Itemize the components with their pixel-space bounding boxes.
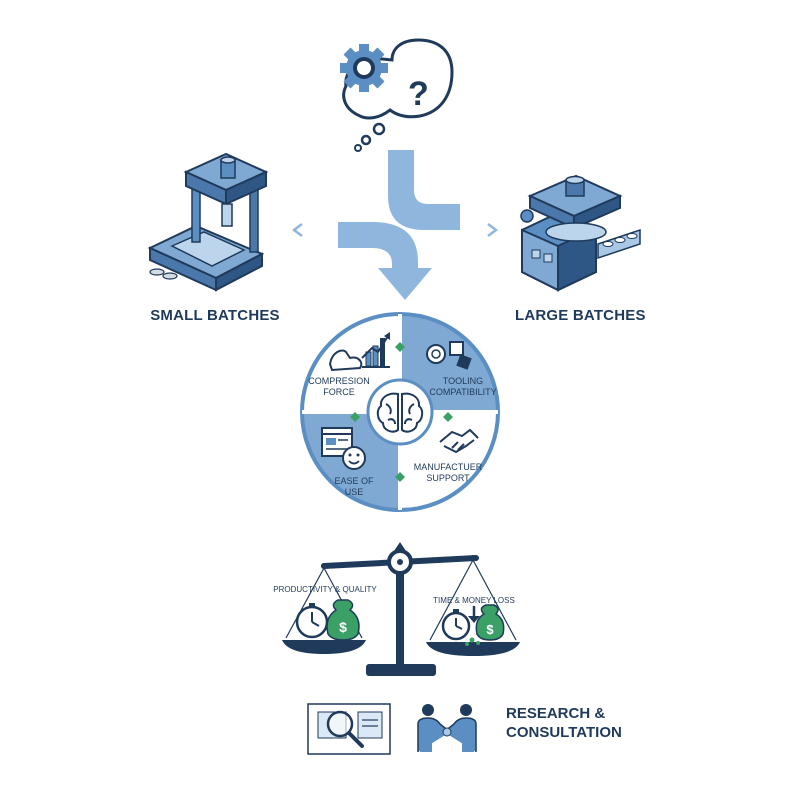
research-line-1: RESEARCH &: [506, 705, 606, 722]
research-line-2: CONSULTATION: [506, 724, 622, 741]
clock-icon-right: [441, 609, 471, 641]
window-smiley-icon: [321, 427, 366, 470]
factor-manufacturer-support: MANUFACTUER SUPPORT: [413, 462, 483, 483]
down-arrow-icon: [468, 606, 480, 623]
strength-chart-icon: [328, 332, 390, 372]
svg-text:$: $: [486, 622, 494, 637]
gear-question-thought-icon: ?: [340, 38, 454, 152]
factor-compression-force: COMPRESION FORCE: [308, 376, 370, 397]
rotary-tablet-press-icon: [520, 174, 641, 292]
benchtop-tablet-press-icon: [147, 152, 269, 292]
wheel-quadrant-top-right: [400, 314, 498, 412]
small-batches-label: SMALL BATCHES: [150, 307, 280, 324]
chevron-left-icon: [291, 223, 303, 237]
split-arrow-icon: [338, 150, 460, 300]
chevron-right-icon: [487, 223, 499, 237]
factor-ease-of-use: EASE OF USE: [334, 476, 374, 497]
large-batches-label: LARGE BATCHES: [515, 307, 646, 324]
scale-right-label: TIME & MONEY LOSS: [433, 596, 515, 605]
svg-text:$: $: [339, 619, 347, 635]
handshake-icon: [439, 428, 479, 454]
research-consultation-label: RESEARCH & CONSULTATION: [506, 704, 636, 742]
money-bag-icon-left: $: [326, 599, 360, 641]
people-handshake-icon: [417, 704, 477, 752]
balance-scale-icon: [282, 542, 520, 676]
money-bag-icon-right: $: [465, 604, 505, 646]
svg-text:?: ?: [408, 75, 429, 113]
wheel-quadrant-bottom-right: [400, 412, 498, 510]
clock-icon-left: [295, 603, 329, 639]
scale-left-label: PRODUCTIVITY & QUALITY: [273, 585, 377, 594]
factor-tooling-compatibility: TOOLING COMPATIBILITY: [429, 376, 497, 397]
shapes-icon: [426, 341, 472, 370]
magnifier-document-icon: [307, 703, 391, 755]
brain-icon: [376, 392, 424, 433]
